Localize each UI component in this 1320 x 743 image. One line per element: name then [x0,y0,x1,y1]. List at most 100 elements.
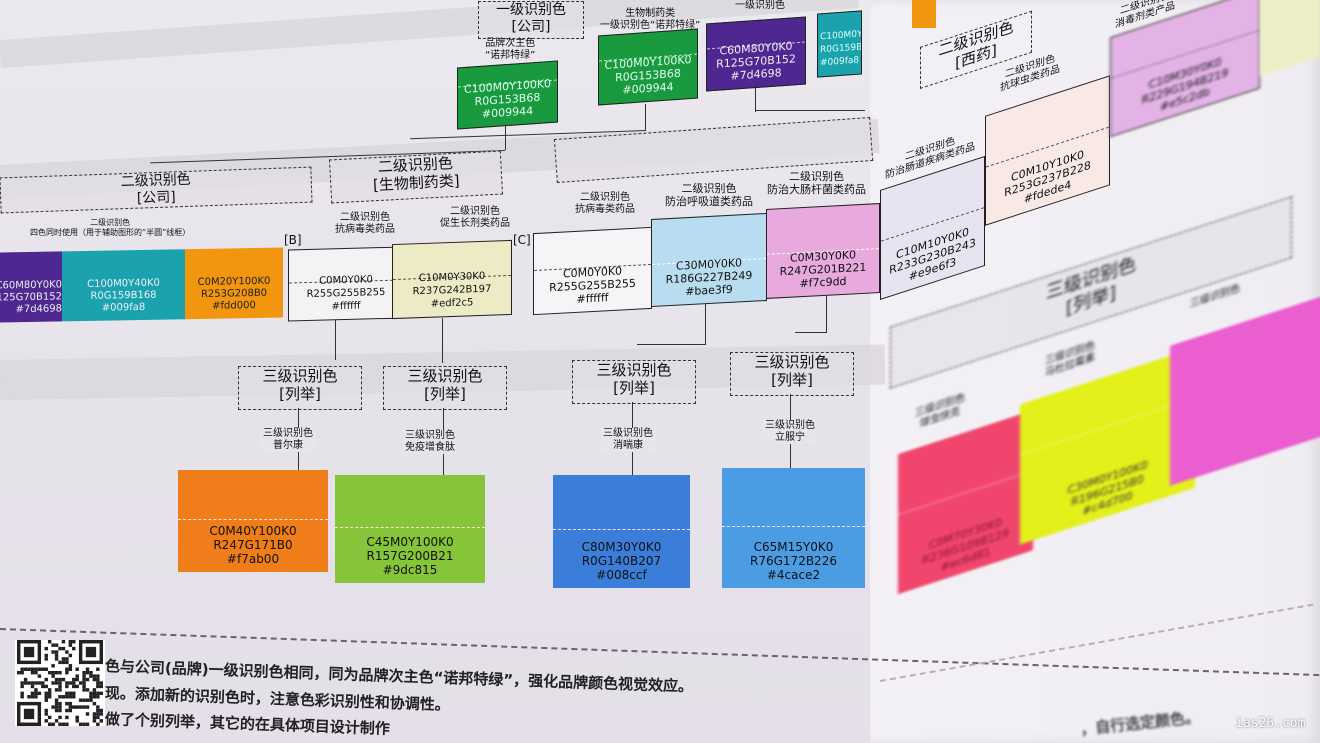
label-line: 免疫增食肽 [405,442,455,453]
swatch-white: C0M0Y0K0 R255G255B255 #ffffff [288,246,404,322]
label-line: 抗病毒类药品 [335,224,395,235]
company-color-bar: C60M80Y0K0 R125G70B152 #7d4698 C100M0Y40… [0,247,283,323]
marker-b: [B] [284,233,302,247]
rgb: R76G172B226 [750,554,837,568]
box-title: 三级识别色 [407,367,483,385]
label-line: 生物制药类 [625,8,676,19]
connector [795,332,827,333]
other-item-label: 二级识别色 抗病毒类药品 [575,192,635,216]
level3-box: 三级识别色[列举] [383,366,507,410]
cmyk: C0M40Y100K0 [209,524,297,538]
hex: #009fa8 [820,55,860,69]
label-line: 立服宁 [775,432,805,443]
swatch-green-brand: C100M0Y100K0 R0G153B68 #009944 [457,60,558,130]
level1-company-box: 一级识别色 [公司] [478,1,584,39]
label-line: 一级识别色“诺邦特绿” [600,20,701,31]
label-line: 四色同时使用（用于辅助图形的“半圆”线框） [30,228,191,237]
label-line: 普尔康 [273,440,303,451]
other-item-label: 二级识别色 防治呼吸道类药品 [665,182,753,208]
bar-teal: C100M0Y40K0 R0G159B168 #009fa8 [62,249,185,322]
marker-c: [C] [513,233,531,247]
rgb: R0G140B207 [581,554,662,568]
box-sub: [列举] [279,385,321,403]
connector [705,304,706,344]
connector [826,296,827,332]
brand-label: 品牌次主色 “诺邦特绿” [485,38,535,62]
cmyk: C0M20Y100K0 [197,275,271,289]
connector [645,104,646,130]
right-l3-label: 三级识别色 马杜拉霉素 [1045,340,1095,380]
swatch-light-blue: C30M0Y0K0 R186G227B249 #bae3f9 [651,212,767,308]
bar-purple: C60M80Y0K0 R125G70B152 #7d4698 [0,251,62,323]
right-l3-label: 三级识别色 球虫快克 [915,392,965,432]
box-title: 一级识别色 [496,2,566,18]
hex: #9dc815 [382,563,438,577]
box-title: 三级识别色 [262,367,338,385]
box-title: 三级识别色 [596,361,672,379]
company-level2-label: 二级识别色 四色同时使用（用于辅助图形的“半圆”线框） [30,218,190,238]
connector [637,344,706,345]
bar-orange: C0M20Y100K0 R253G208B0 #fdd000 [185,247,283,320]
swatch-orange-partial [912,0,936,28]
connector [505,124,506,150]
label-line: 三级识别色 [405,430,455,441]
qr-code [15,640,105,726]
label-line: 二级识别色 [580,192,630,203]
connector [755,110,865,111]
label-line: 三级识别色 [263,428,313,439]
level3-box: 三级识别色[列举] [572,360,696,404]
level3-box: 三级识别色[列举] [238,366,362,410]
label-line: 二级识别色 [450,206,500,217]
swatch-cream-partial [1260,0,1320,77]
label-line: 二级识别色 [90,218,131,227]
label-line: 消喘康 [613,440,643,451]
box-sub: [列举] [771,371,813,389]
swatch-purple: C60M80Y0K0 R125G70B152 #7d4698 [706,16,806,92]
level3-item-label: 三级识别色立服宁 [762,420,818,444]
other-item-label: 二级识别色 防治大肠杆菌类药品 [767,170,866,196]
swatch-pink: C0M30Y0K0 R247G201B221 #f7c9dd [766,203,880,299]
hex: #009fa8 [101,301,146,314]
cmyk: C45M0Y100K0 [366,535,454,549]
purple-label: 一级识别色 [735,0,785,11]
label-line: 防治大肠杆菌类药品 [767,183,866,196]
box-sub: [公司] [511,19,551,35]
level2-bio-box: 二级识别色 [生物制药类] [328,150,504,204]
box-sub: [列举] [424,385,466,403]
swatch-green-bio: C100M0Y100K0 R0G153B68 #009944 [598,28,698,106]
label-line: 三级识别色 [603,428,653,439]
swatch-magenta [1170,293,1320,486]
cmyk: C80M30Y0K0 [581,540,662,554]
cmyk: C65M15Y0K0 [753,540,834,554]
box-title: 三级识别色 [754,353,830,371]
level3-item-label: 三级识别色普尔康 [260,428,316,452]
box-sub: [列举] [613,379,655,397]
swatch-cream: C10M0Y30K0 R237G242B197 #edf2c5 [392,239,512,320]
hex: #008ccf [596,568,647,582]
bio-item-label: 二级识别色 抗病毒类药品 [335,212,395,236]
label-line: 抗病毒类药品 [575,204,635,215]
label-line: 防治呼吸道类药品 [665,195,753,208]
watermark: ias26.com [1235,716,1306,731]
rgb: R157G200B21 [366,549,454,563]
level3-box: 三级识别色[列举] [730,352,854,396]
label-line: 二级识别色 [340,212,390,223]
swatch-peach: C0M10Y10K0 R253G237B228 #fdede4 [985,75,1110,226]
hex: #7d4698 [15,303,62,316]
rgb: R247G171B0 [213,538,293,552]
connector [755,88,756,112]
label-line: 二级识别色 [789,170,844,183]
label-line: 品牌次主色 [485,38,536,49]
label-line: 促生长剂类药品 [440,218,510,229]
bio-item-label: 二级识别色 促生长剂类药品 [440,206,510,230]
connector [442,318,443,363]
swatch-teal: C100M0Y40K0 R0G159B168 #009fa8 [817,10,862,78]
hex: #4cace2 [766,568,821,582]
label-line: 三级识别色 [765,420,815,431]
label-line: 二级识别色 [681,182,737,195]
level3-item-label: 三级识别色消喘康 [600,428,656,452]
bio-label: 生物制药类 一级识别色“诺邦特绿” [600,8,700,32]
